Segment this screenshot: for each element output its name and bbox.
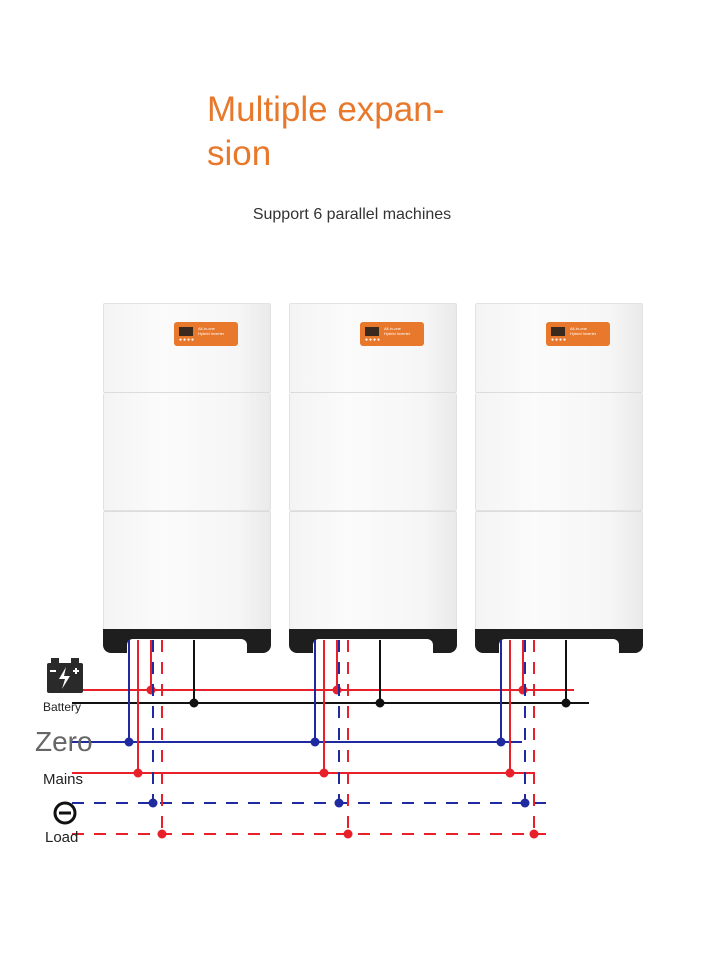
junction-dot <box>124 737 134 747</box>
title-line-2: sion <box>207 134 272 173</box>
page-title: Multiple expan- sion <box>207 88 487 176</box>
battery-module-2 <box>103 511 271 631</box>
unit-base <box>103 629 271 653</box>
junction-dot <box>343 829 353 839</box>
junction-dot <box>505 768 515 778</box>
junction-dot <box>332 685 342 695</box>
button-dots: ●●●● <box>179 337 196 343</box>
battery-label: Battery <box>43 700 82 714</box>
unit-base <box>289 629 457 653</box>
load-label: Load <box>45 829 79 846</box>
zero-label: Zero <box>35 726 93 757</box>
junction-dot <box>148 798 158 808</box>
display-screen <box>179 327 193 336</box>
minus-circle-icon <box>53 801 77 825</box>
mains-label: Mains <box>43 771 84 788</box>
display-screen <box>365 327 379 336</box>
wire-group <box>72 640 589 839</box>
junction-dot <box>133 768 143 778</box>
battery-icon <box>47 658 83 693</box>
junction-dot <box>529 829 539 839</box>
button-dots: ●●●● <box>551 337 568 343</box>
battery-module-2 <box>475 511 643 631</box>
junction-dot <box>375 698 385 708</box>
battery-module-1 <box>475 393 643 511</box>
junction-dot <box>520 798 530 808</box>
display-screen <box>551 327 565 336</box>
junction-dot <box>310 737 320 747</box>
button-dots: ●●●● <box>365 337 382 343</box>
junction-dot <box>496 737 506 747</box>
junction-dot <box>518 685 528 695</box>
junction-dot <box>334 798 344 808</box>
junction-dot <box>189 698 199 708</box>
subtitle: Support 6 parallel machines <box>252 206 452 223</box>
title-line-1: Multiple expan- <box>207 90 445 129</box>
battery-module-1 <box>103 393 271 511</box>
battery-module-1 <box>289 393 457 511</box>
unit-base <box>475 629 643 653</box>
junction-dot <box>561 698 571 708</box>
junction-dot <box>146 685 156 695</box>
junction-dot <box>319 768 329 778</box>
junction-dot <box>157 829 167 839</box>
